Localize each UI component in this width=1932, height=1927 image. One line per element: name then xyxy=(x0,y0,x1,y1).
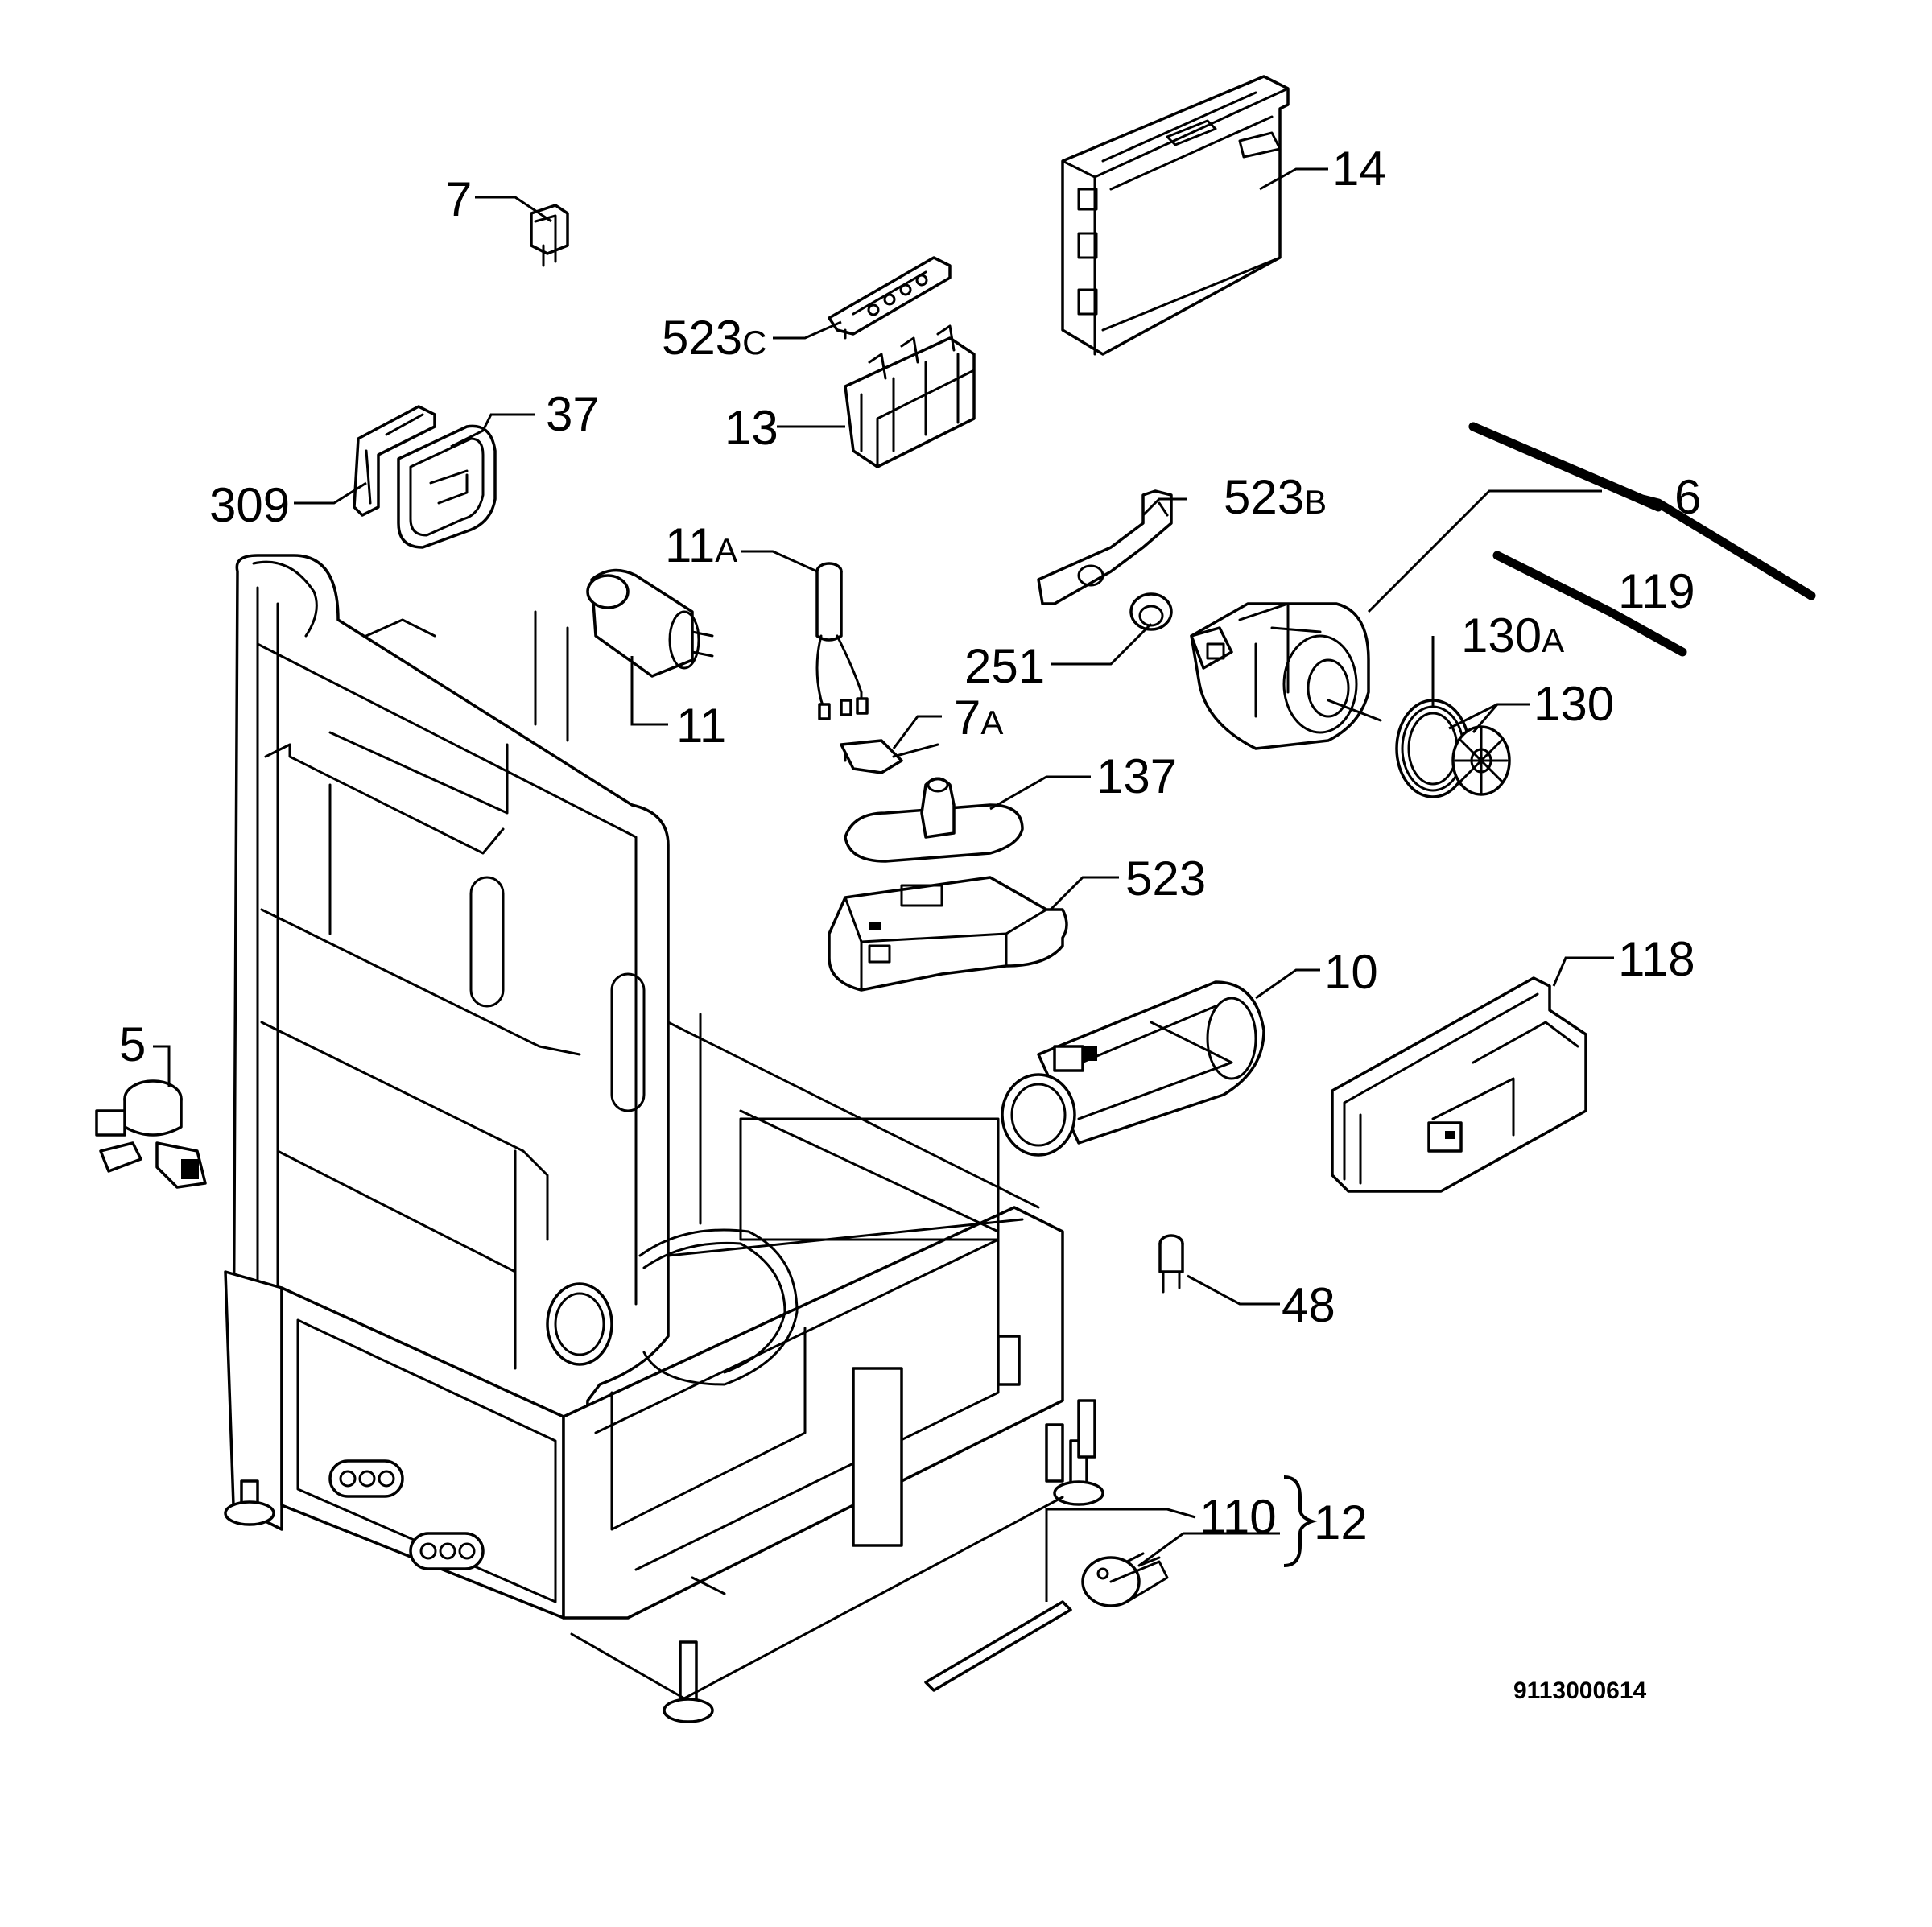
label-11a: 11A xyxy=(665,518,737,572)
base-frame xyxy=(224,554,1104,1723)
part-labels: 7 14 523C 13 37 309 523B 6 11A 119 130A … xyxy=(119,142,1701,1704)
label-523b: 523B xyxy=(1224,470,1327,524)
brace-12 xyxy=(1283,1475,1318,1567)
leader-lines xyxy=(153,167,1614,1602)
label-37: 37 xyxy=(546,387,600,441)
part-11a-suppressor xyxy=(815,562,869,720)
part-12-pressure-switch xyxy=(924,1552,1169,1692)
brace-6 xyxy=(1468,422,1816,600)
part-14-electronic-module xyxy=(1061,75,1290,356)
brace-119 xyxy=(1492,551,1687,657)
label-7: 7 xyxy=(445,172,472,226)
document-code: 9113000614 xyxy=(1513,1677,1647,1704)
part-309-bracket xyxy=(353,405,436,517)
label-14: 14 xyxy=(1332,142,1386,196)
label-118: 118 xyxy=(1618,932,1695,986)
label-523: 523 xyxy=(1125,852,1206,906)
label-11: 11 xyxy=(676,699,726,753)
part-10-heater xyxy=(1001,980,1265,1157)
part-7-clip xyxy=(530,204,569,267)
part-11-capacitor xyxy=(586,568,714,678)
label-6: 6 xyxy=(1674,470,1701,524)
part-523c-bracket xyxy=(828,256,952,340)
part-37-socket xyxy=(397,424,497,549)
part-137-cover xyxy=(844,777,1024,863)
part-130-impeller xyxy=(1395,699,1511,798)
label-130: 130 xyxy=(1534,677,1614,731)
label-10: 10 xyxy=(1324,945,1378,999)
part-13-connector-block xyxy=(844,324,976,468)
label-12: 12 xyxy=(1314,1496,1368,1549)
label-130a: 130A xyxy=(1461,609,1564,662)
label-7a: 7A xyxy=(954,691,1003,745)
part-118-dispenser xyxy=(1331,976,1587,1193)
part-48-switch xyxy=(1158,1234,1184,1294)
label-13: 13 xyxy=(724,401,778,455)
part-5-inlet-valve xyxy=(95,1079,207,1189)
part-523-housing xyxy=(828,876,1068,992)
label-523c: 523C xyxy=(662,311,766,365)
label-110: 110 xyxy=(1199,1490,1277,1544)
label-5: 5 xyxy=(119,1017,146,1071)
label-251: 251 xyxy=(964,639,1045,693)
label-48: 48 xyxy=(1282,1278,1335,1332)
label-137: 137 xyxy=(1096,749,1177,803)
label-309: 309 xyxy=(209,478,290,532)
part-6-pump-motor xyxy=(1190,602,1382,750)
label-119: 119 xyxy=(1618,564,1695,618)
part-7a-clip xyxy=(840,739,939,774)
part-523b-bracket xyxy=(1037,489,1173,605)
